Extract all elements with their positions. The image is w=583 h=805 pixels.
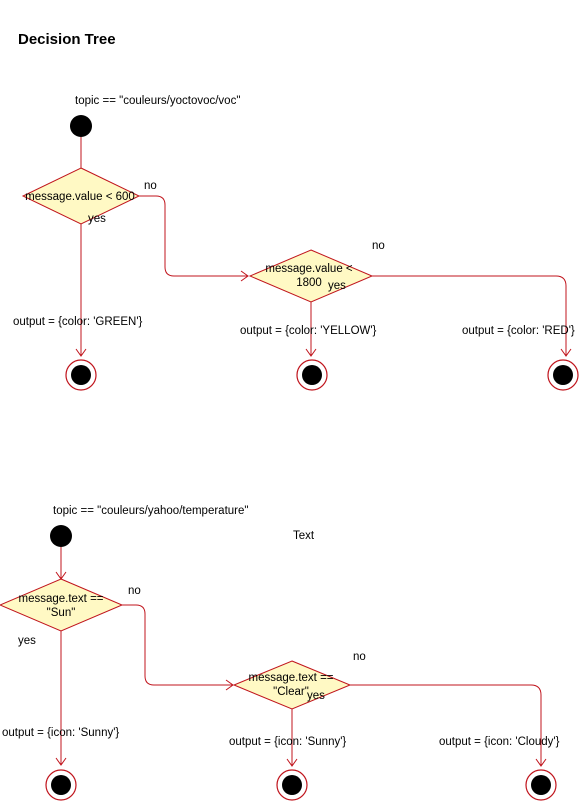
tree2-output-sunny-1: output = {icon: 'Sunny'} <box>2 727 119 739</box>
tree2-arrowhead <box>286 758 298 767</box>
tree1-end-node-green[interactable] <box>65 359 97 391</box>
tree1-arrowhead <box>240 270 249 282</box>
tree2-arrowhead <box>55 757 67 766</box>
tree1-arrowhead <box>560 348 572 357</box>
tree1-arrowhead <box>75 348 87 357</box>
tree1-decision-value-600[interactable] <box>21 167 141 225</box>
tree2-end-node-sunny-1[interactable] <box>45 769 77 801</box>
tree1-arrowhead <box>305 348 317 357</box>
tree2-start-node[interactable] <box>50 525 72 547</box>
tree1-decision1-line1: message.value < 600 <box>25 191 135 203</box>
tree1-start-node[interactable] <box>70 115 92 137</box>
tree1-yes2-label: yes <box>328 280 346 292</box>
tree1-no2-label: no <box>372 240 385 252</box>
tree1-no1-label: no <box>144 180 157 192</box>
tree1-output-red: output = {color: 'RED'} <box>462 325 575 337</box>
tree2-decision-text-clear[interactable] <box>232 660 352 710</box>
tree1-output-yellow: output = {color: 'YELLOW'} <box>240 325 377 337</box>
tree1-end-node-yellow[interactable] <box>296 359 328 391</box>
tree-temperature: topic == "couleurs/yahoo/temperature" Te… <box>0 505 560 801</box>
tree2-decision2-line2: "Clear" <box>273 686 309 698</box>
tree2-decision2-line1: message.text == <box>248 672 333 684</box>
tree1-decision2-line1: message.value < <box>265 263 353 275</box>
tree2-end-node-cloudy[interactable] <box>525 769 557 801</box>
tree1-decision-value-1800[interactable] <box>248 249 374 303</box>
tree2-output-cloudy: output = {icon: 'Cloudy'} <box>439 736 560 748</box>
tree2-no2-label: no <box>353 651 366 663</box>
tree1-yes1-label: yes <box>88 213 106 225</box>
tree2-decision1-line2: "Sun" <box>47 607 76 619</box>
tree2-edges <box>55 547 547 767</box>
tree1-decision2-line2: 1800 <box>296 277 322 289</box>
tree1-topic-label: topic == "couleurs/yoctovoc/voc" <box>75 95 240 107</box>
tree1-edges <box>75 137 572 357</box>
tree2-topic-label: topic == "couleurs/yahoo/temperature" <box>53 505 248 517</box>
diagram-title: Decision Tree <box>18 31 116 48</box>
tree2-yes1-label: yes <box>18 635 36 647</box>
tree1-edge-d2-no <box>372 275 567 356</box>
tree2-decision-text-sun[interactable] <box>0 578 124 632</box>
tree-voc: topic == "couleurs/yoctovoc/voc" message… <box>13 95 579 391</box>
tree1-end-node-red[interactable] <box>547 359 579 391</box>
tree2-output-sunny-2: output = {icon: 'Sunny'} <box>229 736 346 748</box>
tree2-edge-d2-no <box>350 684 542 766</box>
tree2-free-text: Text <box>293 530 315 542</box>
tree2-arrowhead <box>535 758 547 767</box>
tree1-output-green: output = {color: 'GREEN'} <box>13 316 143 328</box>
tree2-end-node-sunny-2[interactable] <box>276 769 308 801</box>
tree2-yes2-label: yes <box>307 690 325 702</box>
tree2-edge-d1-no <box>122 604 233 686</box>
tree1-edge-d1-no <box>139 195 248 277</box>
tree2-decision1-line1: message.text == <box>18 593 103 605</box>
tree2-no1-label: no <box>128 585 141 597</box>
